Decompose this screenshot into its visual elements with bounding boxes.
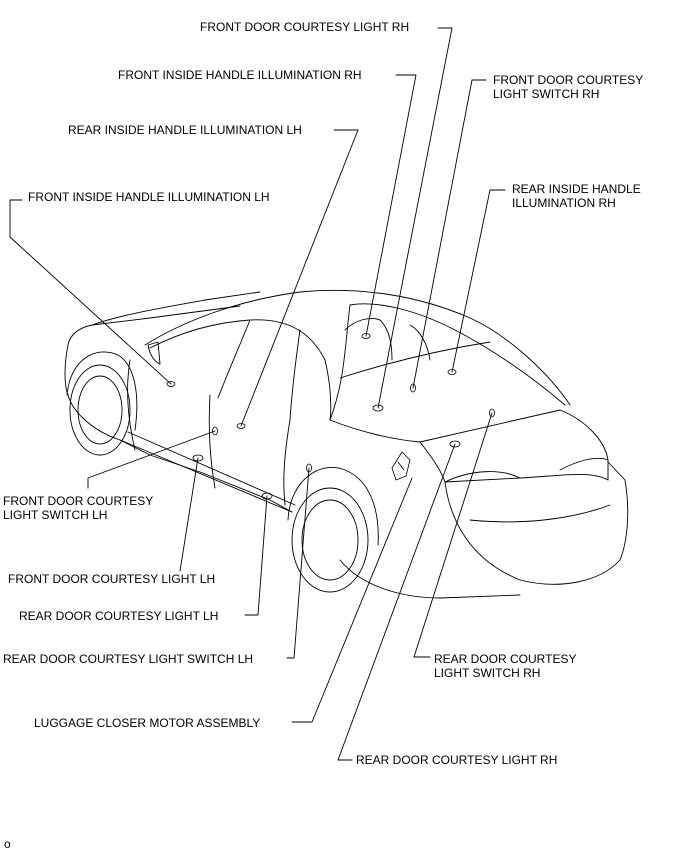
label-text-line-2: ILLUMINATION RH	[512, 196, 616, 210]
label-front-door-courtesy-light-switch-lh: FRONT DOOR COURTESY LIGHT SWITCH LH	[3, 494, 153, 522]
part-rear-inside-handle-illumination-rh	[447, 369, 457, 375]
label-rear-inside-handle-illumination-lh: REAR INSIDE HANDLE ILLUMINATION LH	[68, 123, 302, 137]
leader-rear-inside-handle-illumination-rh	[451, 189, 506, 373]
leader-rear-inside-handle-illumination-lh	[240, 129, 359, 427]
label-text: FRONT INSIDE HANDLE ILLUMINATION RH	[118, 68, 362, 82]
label-text: REAR INSIDE HANDLE ILLUMINATION LH	[68, 123, 302, 137]
part-rear-door-courtesy-switch-rh	[489, 408, 495, 418]
label-front-door-courtesy-light-rh: FRONT DOOR COURTESY LIGHT RH	[200, 20, 409, 34]
label-text: FRONT DOOR COURTESY LIGHT RH	[200, 20, 410, 34]
label-text: REAR DOOR COURTESY LIGHT LH	[19, 609, 219, 623]
label-text-line-2: LIGHT SWITCH LH	[3, 508, 108, 522]
label-front-inside-handle-illumination-rh: FRONT INSIDE HANDLE ILLUMINATION RH	[118, 68, 362, 82]
part-luggage-closer-motor	[391, 451, 411, 481]
label-rear-door-courtesy-light-switch-lh: REAR DOOR COURTESY LIGHT SWITCH LH	[3, 652, 253, 666]
label-text: REAR DOOR COURTESY LIGHT SWITCH LH	[3, 652, 254, 666]
part-rear-door-courtesy-light-rh	[449, 440, 461, 448]
label-text: FRONT INSIDE HANDLE ILLUMINATION LH	[28, 190, 270, 204]
leader-front-door-courtesy-switch-lh	[87, 430, 216, 489]
component-parts	[166, 333, 495, 500]
label-text-line-2: LIGHT SWITCH RH	[493, 87, 600, 101]
leader-rear-door-courtesy-light-rh	[337, 443, 456, 761]
label-text-line-1: FRONT DOOR COURTESY	[3, 494, 154, 508]
leader-rear-door-courtesy-light-lh	[244, 495, 268, 616]
part-front-door-courtesy-light-rh	[372, 404, 384, 412]
part-front-door-courtesy-switch-lh	[212, 426, 218, 436]
figure-code-text: o	[4, 837, 11, 851]
figure-code: o	[4, 837, 11, 851]
leader-rear-door-courtesy-switch-rh	[413, 412, 493, 658]
leader-rear-door-courtesy-switch-lh	[286, 467, 310, 659]
leader-front-inside-handle-illumination-lh	[9, 199, 172, 385]
label-front-door-courtesy-light-lh: FRONT DOOR COURTESY LIGHT LH	[8, 572, 215, 586]
part-front-inside-handle-illumination-lh	[166, 381, 176, 387]
label-text-line-1: REAR DOOR COURTESY	[434, 652, 577, 666]
label-rear-door-courtesy-light-switch-rh: REAR DOOR COURTESY LIGHT SWITCH RH	[434, 652, 576, 680]
leader-front-door-courtesy-switch-rh	[412, 79, 487, 389]
label-front-door-courtesy-light-switch-rh: FRONT DOOR COURTESY LIGHT SWITCH RH	[493, 73, 643, 101]
part-front-inside-handle-illumination-rh	[361, 333, 371, 339]
leader-luggage-closer-motor	[291, 477, 413, 723]
label-front-inside-handle-illumination-lh: FRONT INSIDE HANDLE ILLUMINATION LH	[28, 190, 270, 204]
part-rear-inside-handle-illumination-lh	[236, 423, 246, 429]
label-rear-inside-handle-illumination-rh: REAR INSIDE HANDLE ILLUMINATION RH	[512, 182, 641, 210]
leader-front-inside-handle-illumination-rh	[365, 74, 417, 337]
part-front-door-courtesy-light-lh	[192, 454, 204, 462]
leader-front-door-courtesy-light-rh	[377, 27, 453, 409]
part-front-door-courtesy-switch-rh	[410, 383, 416, 393]
label-rear-door-courtesy-light-lh: REAR DOOR COURTESY LIGHT LH	[19, 609, 218, 623]
leader-lines	[9, 27, 506, 761]
label-text: REAR DOOR COURTESY LIGHT RH	[356, 753, 558, 767]
car-body-outline	[64, 289, 629, 599]
label-text: LUGGAGE CLOSER MOTOR ASSEMBLY	[34, 716, 261, 730]
leader-front-door-courtesy-light-lh	[179, 457, 199, 572]
label-text: FRONT DOOR COURTESY LIGHT LH	[8, 572, 216, 586]
label-text-line-1: REAR INSIDE HANDLE	[512, 182, 641, 196]
label-text-line-2: LIGHT SWITCH RH	[434, 666, 541, 680]
label-luggage-closer-motor-assembly: LUGGAGE CLOSER MOTOR ASSEMBLY	[34, 716, 260, 730]
label-rear-door-courtesy-light-rh: REAR DOOR COURTESY LIGHT RH	[356, 753, 557, 767]
label-text-line-1: FRONT DOOR COURTESY	[493, 73, 644, 87]
